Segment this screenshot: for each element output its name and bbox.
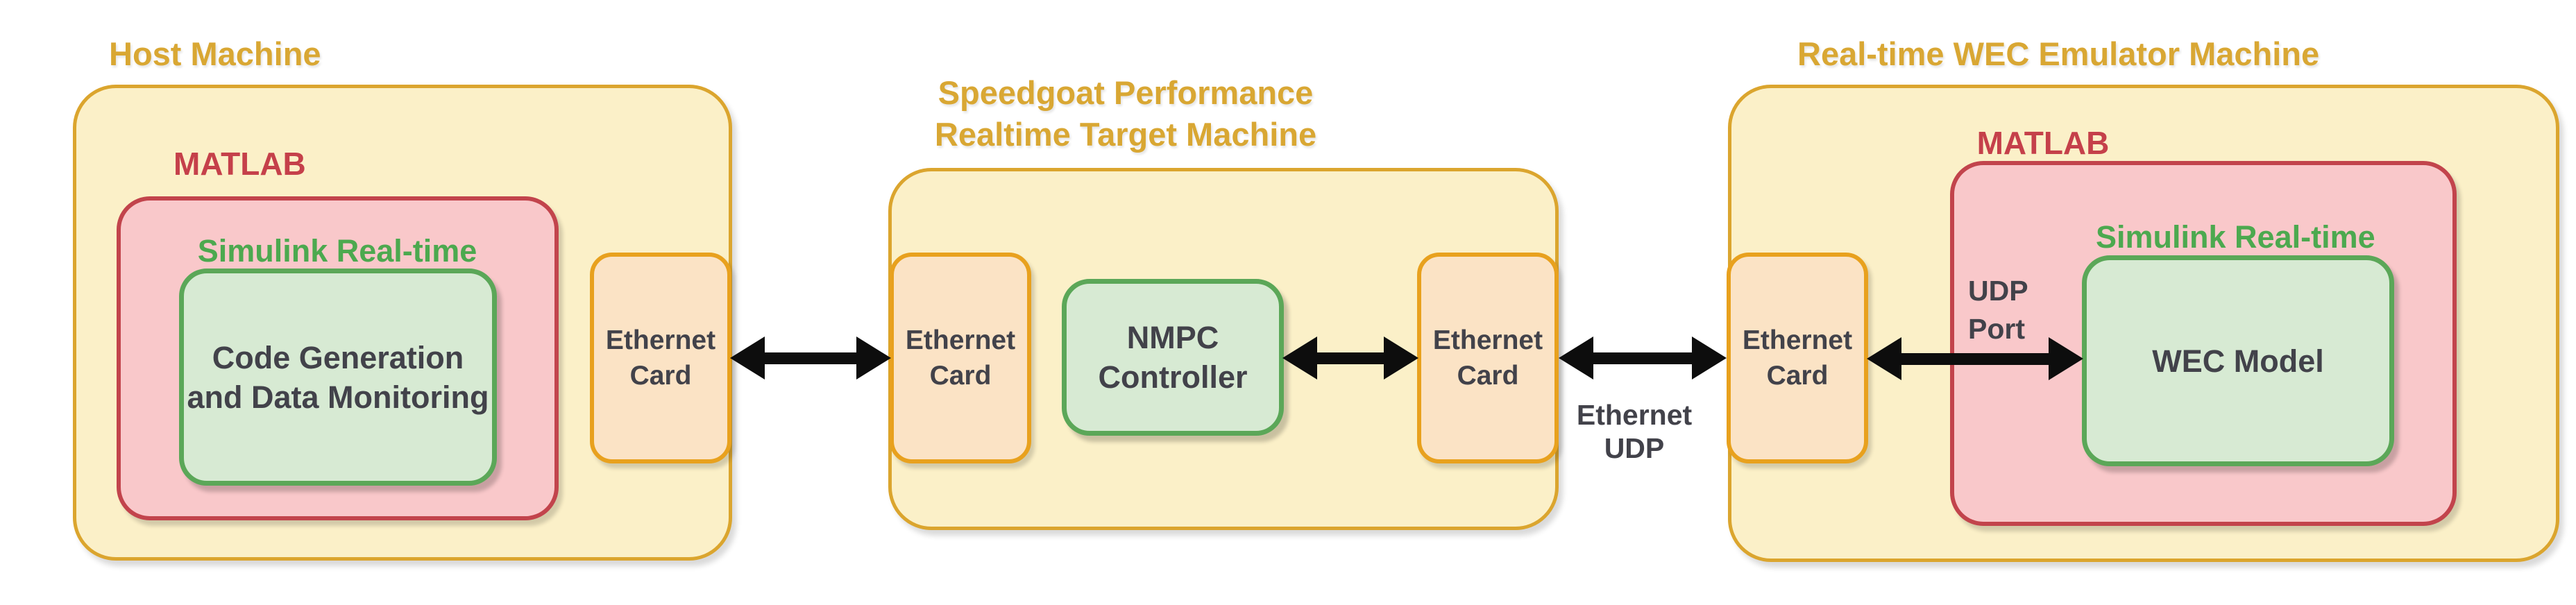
wec-matlab-label: MATLAB bbox=[1976, 125, 2110, 161]
speedgoat-title-line2: Realtime Target Machine bbox=[934, 116, 1317, 153]
arrowhead-left-icon bbox=[1867, 337, 1901, 380]
arrow-shaft bbox=[1901, 352, 2049, 365]
arrow-nmpc-to-ethernet bbox=[1282, 336, 1418, 380]
speedgoat-ethernet-left-label-line2: Card bbox=[929, 361, 992, 391]
wec-model-label: WEC Model bbox=[2152, 343, 2324, 379]
speedgoat-title-line1: Speedgoat Performance bbox=[938, 74, 1314, 111]
udp-port-label-line2: Port bbox=[1968, 313, 2025, 345]
arrow-shaft bbox=[765, 352, 856, 364]
arrow-speedgoat-to-wec bbox=[1559, 336, 1727, 380]
nmpc-controller-label-line1: NMPC bbox=[1126, 320, 1219, 355]
speedgoat-ethernet-right-label-line1: Ethernet bbox=[1432, 325, 1543, 355]
arrowhead-left-icon bbox=[1282, 336, 1317, 380]
nmpc-controller-box: NMPC Controller bbox=[1062, 279, 1284, 436]
wec-machine-title: Real-time WEC Emulator Machine bbox=[1797, 35, 2320, 72]
code-generation-box: Code Generation and Data Monitoring bbox=[179, 269, 497, 486]
speedgoat-ethernet-card-left: Ethernet Card bbox=[890, 253, 1031, 463]
speedgoat-ethernet-card-right: Ethernet Card bbox=[1417, 253, 1559, 463]
arrowhead-right-icon bbox=[1384, 336, 1418, 380]
arrowhead-right-icon bbox=[856, 336, 891, 380]
speedgoat-ethernet-left-label-line1: Ethernet bbox=[905, 325, 1016, 355]
host-ethernet-card-label-line2: Card bbox=[629, 361, 692, 391]
host-matlab-label: MATLAB bbox=[173, 146, 306, 182]
host-machine-title: Host Machine bbox=[109, 35, 321, 72]
wec-model-box: WEC Model bbox=[2082, 255, 2394, 466]
speedgoat-machine-title: Speedgoat Performance Realtime Target Ma… bbox=[917, 72, 1334, 155]
ethernet-udp-label-line2: UDP bbox=[1604, 432, 1665, 464]
arrow-ethernet-to-wec-model bbox=[1867, 337, 2083, 380]
wec-ethernet-card-label-line1: Ethernet bbox=[1742, 325, 1853, 355]
udp-port-label: UDP Port bbox=[1968, 272, 2028, 348]
arrow-shaft bbox=[1317, 352, 1384, 364]
ethernet-udp-link-label: Ethernet UDP bbox=[1551, 398, 1718, 465]
host-simulink-label: Simulink Real-time bbox=[197, 233, 477, 269]
wec-ethernet-card-label-line2: Card bbox=[1766, 361, 1829, 391]
nmpc-controller-label-line2: Controller bbox=[1098, 359, 1248, 395]
host-ethernet-card-label-line1: Ethernet bbox=[605, 325, 716, 355]
arrowhead-left-icon bbox=[730, 336, 765, 380]
wec-simulink-label: Simulink Real-time bbox=[2096, 219, 2375, 255]
code-generation-label-line2: and Data Monitoring bbox=[187, 379, 489, 415]
arrow-host-to-speedgoat bbox=[730, 336, 891, 380]
host-ethernet-card: Ethernet Card bbox=[590, 253, 731, 463]
code-generation-label-line1: Code Generation bbox=[212, 339, 464, 375]
arrow-shaft bbox=[1593, 352, 1692, 364]
udp-port-label-line1: UDP bbox=[1968, 275, 2028, 307]
ethernet-udp-label-line1: Ethernet bbox=[1576, 399, 1693, 431]
wec-ethernet-card: Ethernet Card bbox=[1727, 253, 1868, 463]
speedgoat-ethernet-right-label-line2: Card bbox=[1457, 361, 1519, 391]
arrowhead-right-icon bbox=[1692, 336, 1727, 380]
arrowhead-left-icon bbox=[1559, 336, 1593, 380]
arrowhead-right-icon bbox=[2049, 337, 2083, 380]
